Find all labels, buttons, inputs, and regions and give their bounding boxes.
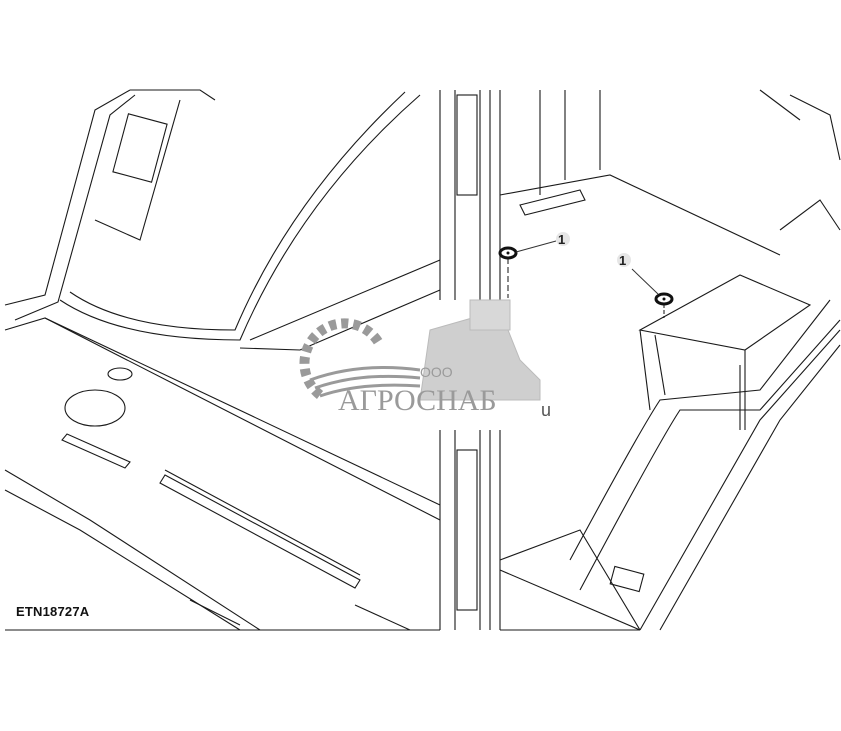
watermark: ООО АГРОСНАБ u: [299, 299, 551, 420]
line-art: [4, 89, 841, 631]
watermark-company: АГРОСНАБ: [338, 384, 497, 417]
watermark-suffix: u: [541, 400, 551, 420]
callout-number: 1: [619, 253, 626, 268]
figure-id-label: ETN18727A: [16, 604, 90, 619]
callout-1-right: 1: [617, 253, 674, 318]
watermark-prefix: ООО: [420, 364, 453, 380]
callout-1-left: 1: [498, 232, 570, 298]
callout-number: 1: [558, 232, 565, 247]
